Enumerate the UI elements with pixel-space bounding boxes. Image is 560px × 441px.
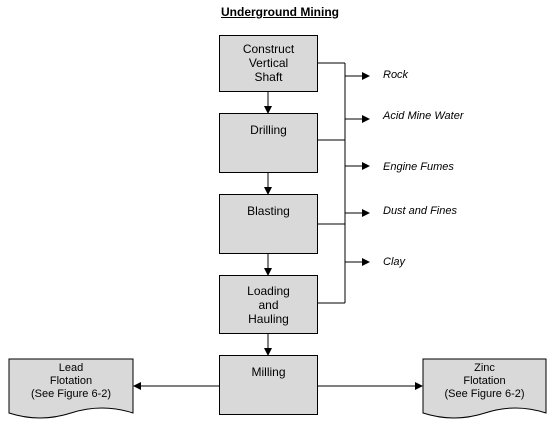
output-dust-and-fines: Dust and Fines [383,205,457,217]
step-construct-vertical-shaft: Construct Vertical Shaft [219,35,318,92]
output-clay: Clay [383,256,406,268]
step-loading-and-hauling: Loading and Hauling [219,275,318,334]
diagram-title: Underground Mining [221,5,339,19]
lead-flotation-label: Lead Flotation (See Figure 6-2) [30,362,112,400]
step-milling: Milling [219,355,318,415]
output-acid-mine-water: Acid Mine Water [383,110,464,122]
zinc-flotation-label: Zinc Flotation (See Figure 6-2) [444,362,525,400]
zinc-flotation-document-shape [422,358,547,419]
lead-flotation-document-shape [8,358,134,419]
step-blasting: Blasting [219,194,318,254]
output-rock: Rock [383,69,409,81]
output-engine-fumes: Engine Fumes [383,161,454,173]
step-drilling: Drilling [219,113,318,173]
